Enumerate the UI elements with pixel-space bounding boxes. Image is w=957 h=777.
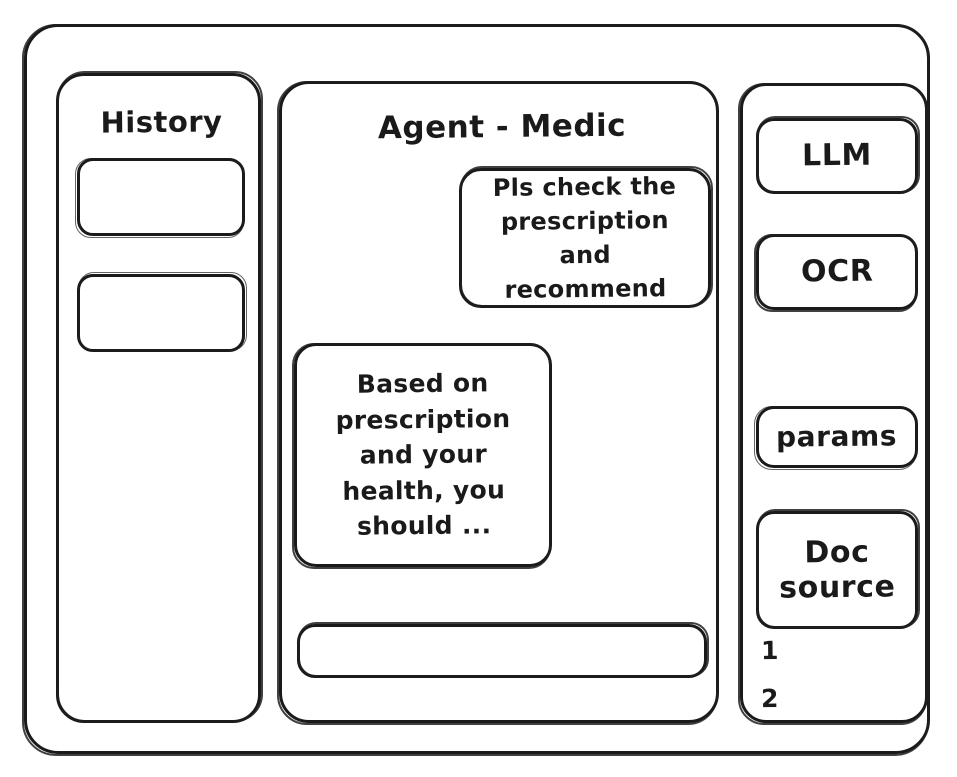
tool-button-ocr[interactable]: OCR [754, 234, 918, 312]
tool-button-ocr-label: OCR [800, 253, 874, 290]
user-message-text: Pls check the prescription and recommend [492, 171, 677, 304]
user-message-bubble: Pls check the prescription and recommend [459, 166, 713, 308]
tools-panel: LLM OCR params Doc source 1 2 [738, 83, 928, 725]
message-composer[interactable] [297, 622, 709, 678]
history-list-item[interactable] [75, 158, 245, 238]
assistant-message-bubble: Based on prescription and your health, y… [292, 343, 552, 569]
doc-source-list-item[interactable]: 2 [760, 683, 780, 714]
agent-panel-title: Agent - Medic [377, 107, 627, 147]
history-list-item[interactable] [77, 272, 247, 352]
history-panel: History [56, 71, 263, 723]
history-panel-title: History [100, 104, 223, 140]
doc-source-list-item[interactable]: 1 [760, 635, 780, 666]
tool-button-llm[interactable]: LLM [756, 116, 920, 194]
tool-button-doc-source-label: Doc source [778, 534, 896, 606]
tool-button-llm-label: LLM [801, 137, 873, 174]
tool-button-params-label: params [776, 419, 898, 455]
tool-button-doc-source[interactable]: Doc source [756, 509, 920, 629]
agent-panel: Agent - Medic Pls check the prescription… [277, 81, 719, 725]
application-window: History Agent - Medic Pls check the pres… [22, 24, 930, 756]
tool-button-params[interactable]: params [754, 406, 918, 470]
assistant-message-text: Based on prescription and your health, y… [335, 368, 511, 541]
message-input[interactable] [300, 627, 704, 675]
